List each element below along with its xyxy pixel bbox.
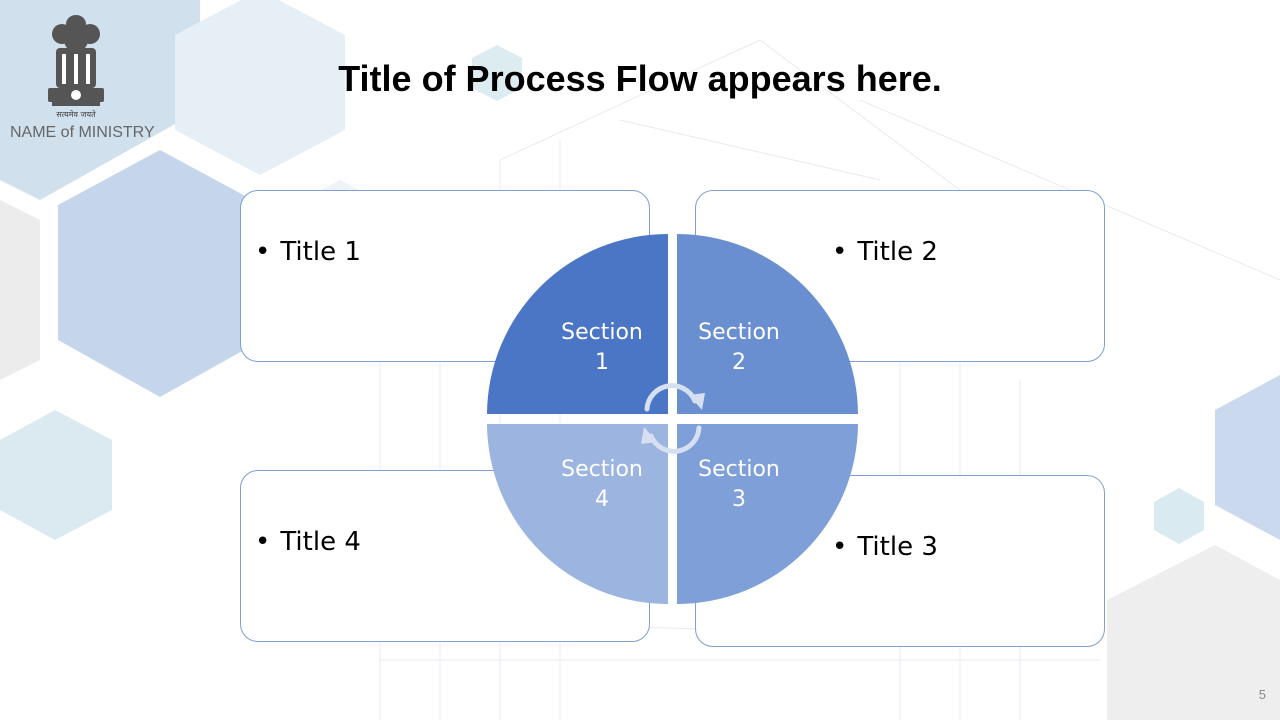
segment-3	[677, 424, 858, 604]
segment-3-line2: 3	[732, 487, 746, 512]
bullet-icon: •	[255, 527, 271, 557]
segment-4-label: Section 4	[547, 455, 657, 515]
segment-2-label: Section 2	[684, 318, 794, 378]
segment-4-line2: 4	[595, 487, 609, 512]
segment-3-line1: Section	[698, 457, 780, 482]
title-3-text: Title 3	[857, 532, 938, 562]
title-box-label: • Title 4	[255, 527, 361, 557]
title-box-label: • Title 1	[255, 237, 361, 267]
segment-2-line2: 2	[732, 350, 746, 375]
segment-2	[677, 234, 858, 414]
cycle-arrows-icon	[644, 383, 702, 454]
ministry-name: NAME of MINISTRY	[10, 124, 155, 141]
segment-1-line1: Section	[561, 320, 643, 345]
title-box-label: • Title 3	[832, 532, 938, 562]
hex-right-small	[1154, 488, 1204, 544]
segment-1-label: Section 1	[547, 318, 657, 378]
emblem-motto: सत्यमेव जयते	[56, 109, 96, 119]
segment-1	[487, 234, 668, 414]
hex-right-blue	[1215, 375, 1280, 540]
hex-left-mid	[58, 150, 262, 397]
segment-2-line1: Section	[698, 320, 780, 345]
segment-1-line2: 1	[595, 350, 609, 375]
bullet-icon: •	[832, 237, 848, 267]
title-2-text: Title 2	[857, 237, 938, 267]
slide-title: Title of Process Flow appears here.	[338, 58, 942, 99]
title-4-text: Title 4	[280, 527, 361, 557]
hex-left-lower	[0, 410, 112, 540]
segment-4-line1: Section	[561, 457, 643, 482]
hex-top-right-pale	[175, 0, 345, 175]
cycle-arrowheads	[641, 393, 705, 444]
hex-small-top	[472, 45, 522, 101]
title-box-label: • Title 2	[832, 237, 938, 267]
segment-3-label: Section 3	[684, 455, 794, 515]
cycle-diagram	[487, 234, 858, 604]
page-number: 5	[1258, 687, 1266, 702]
segment-4	[487, 424, 668, 604]
bullet-icon: •	[255, 237, 271, 267]
bullet-icon: •	[832, 532, 848, 562]
title-1-text: Title 1	[280, 237, 361, 267]
hex-left-grey	[0, 200, 40, 380]
national-emblem-icon: सत्यमेव जयते	[48, 15, 104, 119]
hex-right-grey	[1107, 545, 1280, 720]
